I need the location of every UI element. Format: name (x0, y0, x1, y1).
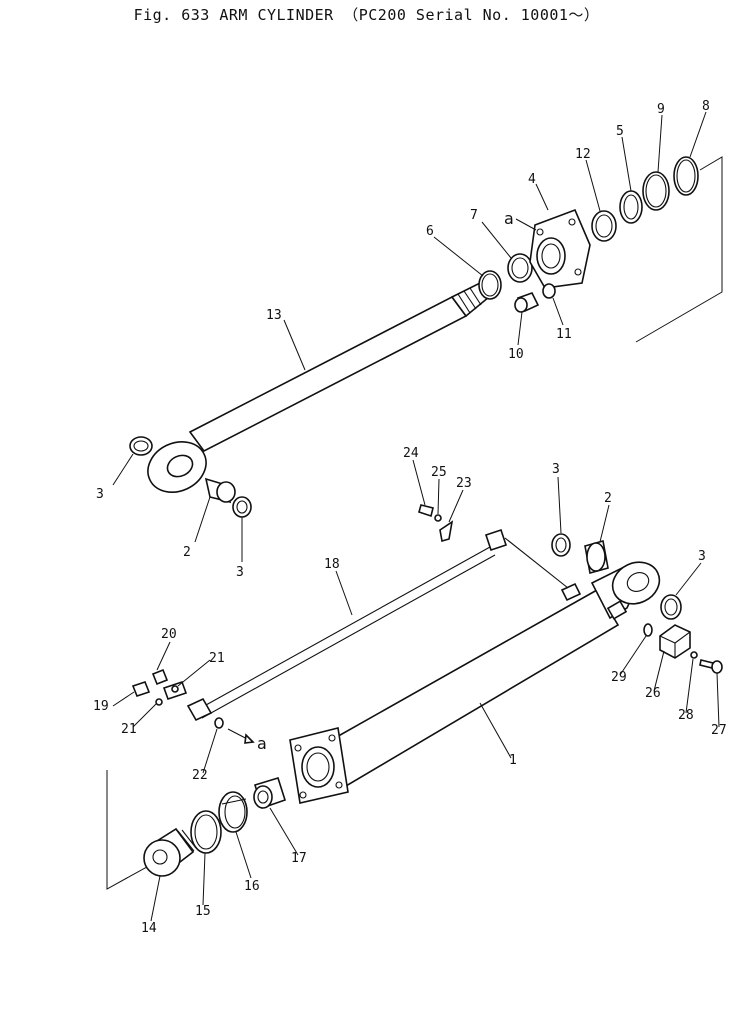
ref-label-a-pipe: a (257, 734, 267, 753)
assembly-bracket-upper (635, 156, 723, 343)
dust-seal-tube-left (551, 533, 571, 557)
callout-13: 13 (266, 308, 282, 323)
pipe (186, 528, 569, 722)
dust-seal-rod-left (129, 436, 153, 456)
washer-head (542, 283, 556, 299)
callout-20: 20 (161, 627, 177, 642)
ref-label-a-head: a (504, 209, 514, 228)
callout-18: 18 (324, 557, 340, 572)
figure-title: Fig. 633 ARM CYLINDER （PC200 Serial No. … (133, 6, 600, 24)
callout-28: 28 (678, 708, 694, 723)
piston-ring (190, 810, 222, 854)
backup-ring (642, 171, 670, 211)
clamp-washer (434, 514, 442, 522)
callout-17: 17 (291, 851, 307, 866)
callout-19: 19 (93, 699, 109, 714)
cylinder-tube (289, 561, 661, 804)
callout-8: 8 (702, 99, 710, 114)
bolt-head (514, 292, 540, 313)
callout-16: 16 (244, 879, 260, 894)
callout-5: 5 (616, 124, 624, 139)
clamp-bolt (418, 504, 434, 518)
head-bushing (619, 190, 643, 224)
callout-14: 14 (141, 921, 157, 936)
callout-21-upper: 21 (209, 651, 225, 666)
callout-6: 6 (426, 224, 434, 239)
bushing-tube-eye (584, 539, 609, 575)
wear-ring (218, 791, 248, 833)
callout-3-rod-left: 3 (96, 487, 104, 502)
callout-1: 1 (509, 753, 517, 768)
callout-7: 7 (470, 208, 478, 223)
o-ring-pipe (214, 717, 224, 729)
callout-3-tube-right: 3 (698, 549, 706, 564)
connector-block (659, 624, 691, 659)
callout-3-tube-left: 3 (552, 462, 560, 477)
assembly-bracket-lower (106, 770, 155, 890)
callout-24: 24 (403, 446, 419, 461)
o-ring-block (643, 623, 653, 637)
o-ring-head (673, 156, 699, 196)
ref-arrow-a (244, 733, 255, 744)
callout-27: 27 (711, 723, 727, 738)
piston-nut (253, 777, 286, 810)
flange-washer-lower (155, 698, 163, 706)
callout-22: 22 (192, 768, 208, 783)
callout-2-rod: 2 (183, 545, 191, 560)
flange-bolt-upper (151, 668, 169, 686)
callout-12: 12 (575, 147, 591, 162)
callout-11: 11 (556, 327, 572, 342)
callout-10: 10 (508, 347, 524, 362)
pipe-clamp (439, 520, 454, 543)
dust-seal-rod-right (232, 496, 252, 518)
cylinder-head (529, 208, 591, 289)
callout-23: 23 (456, 476, 472, 491)
snap-ring (478, 270, 502, 300)
callout-2-tube: 2 (604, 491, 612, 506)
callout-9: 9 (657, 102, 665, 117)
bushing-rod-eye (204, 477, 236, 504)
callout-21-lower: 21 (121, 722, 137, 737)
block-washer (690, 651, 698, 659)
callout-3-rod-right: 3 (236, 565, 244, 580)
flange-washer-upper (171, 685, 179, 693)
block-bolt (699, 659, 723, 674)
callout-26: 26 (645, 686, 661, 701)
flange-bolt-lower (131, 681, 151, 697)
callout-15: 15 (195, 904, 211, 919)
callout-29: 29 (611, 670, 627, 685)
callout-4: 4 (528, 172, 536, 187)
piston (143, 827, 197, 877)
callout-25: 25 (431, 465, 447, 480)
dust-seal-tube-right (660, 594, 682, 620)
buffer-ring (591, 210, 617, 242)
